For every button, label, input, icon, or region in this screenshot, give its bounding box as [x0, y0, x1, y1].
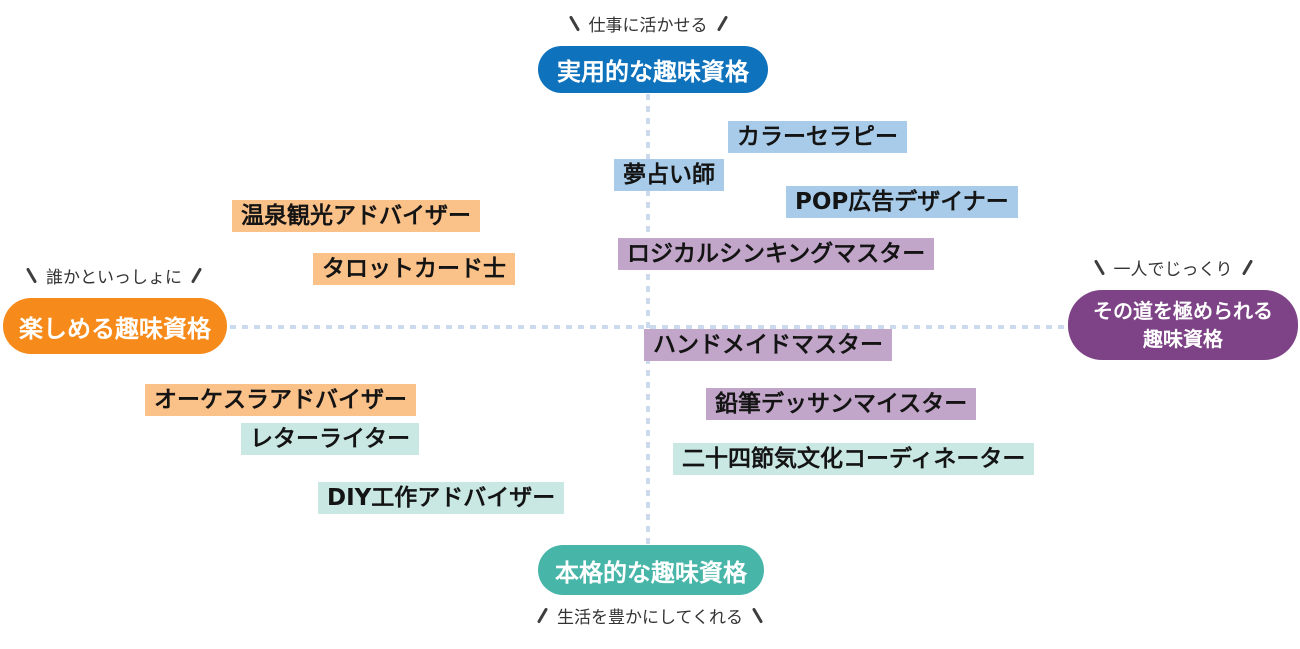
right-axis-pill-label-line1: その道を極められる [1093, 299, 1273, 323]
top-axis-pill: 実用的な趣味資格 [538, 46, 768, 93]
quadrant-item: オーケスラアドバイザー [145, 384, 416, 417]
tick-slash-icon [1241, 258, 1253, 276]
left-axis-caption-text: 誰かといっしょに [46, 267, 182, 288]
quadrant-item: 二十四節気文化コーディネーター [673, 443, 1035, 476]
quadrant-item: ハンドメイドマスター [644, 329, 892, 362]
top-axis-caption: 仕事に活かせる [520, 10, 776, 36]
left-axis-caption: 誰かといっしょに [8, 262, 220, 288]
tick-backslash-icon [1093, 258, 1105, 276]
bottom-axis-pill-label: 本格的な趣味資格 [555, 558, 747, 587]
bottom-axis-pill: 本格的な趣味資格 [538, 545, 764, 595]
quadrant-item: 夢占い師 [614, 159, 724, 192]
top-axis-pill-label: 実用的な趣味資格 [557, 58, 749, 86]
tick-backslash-icon [751, 606, 764, 624]
right-axis-caption-text: 一人でじっくり [1113, 259, 1233, 280]
left-axis-pill-label: 楽しめる趣味資格 [19, 314, 211, 343]
quadrant-item: DIY工作アドバイザー [318, 482, 565, 515]
tick-slash-icon [536, 606, 549, 624]
quadrant-item: POP広告デザイナー [786, 186, 1018, 219]
top-axis-caption-text: 仕事に活かせる [588, 15, 708, 36]
right-axis-pill-label-line2: 趣味資格 [1143, 327, 1223, 351]
tick-backslash-icon [25, 266, 38, 284]
quadrant-item: 鉛筆デッサンマイスター [706, 388, 977, 421]
tick-slash-icon [190, 266, 203, 284]
vertical-axis-line [646, 94, 650, 546]
tick-slash-icon [716, 14, 728, 32]
quadrant-item: タロットカード士 [313, 253, 515, 286]
quadrant-item: ロジカルシンキングマスター [618, 238, 935, 271]
left-axis-pill: 楽しめる趣味資格 [3, 298, 227, 354]
horizontal-axis-line [230, 325, 1068, 329]
right-axis-caption: 一人でじっくり [1063, 254, 1283, 280]
bottom-axis-caption: 生活を豊かにしてくれる [525, 601, 775, 629]
right-axis-pill: その道を極められる 趣味資格 [1068, 290, 1298, 360]
quadrant-item: カラーセラピー [728, 121, 907, 154]
bottom-axis-caption-text: 生活を豊かにしてくれる [557, 607, 743, 628]
quadrant-item: 温泉観光アドバイザー [232, 200, 480, 233]
quadrant-item: レターライター [241, 423, 420, 456]
tick-backslash-icon [568, 14, 580, 32]
